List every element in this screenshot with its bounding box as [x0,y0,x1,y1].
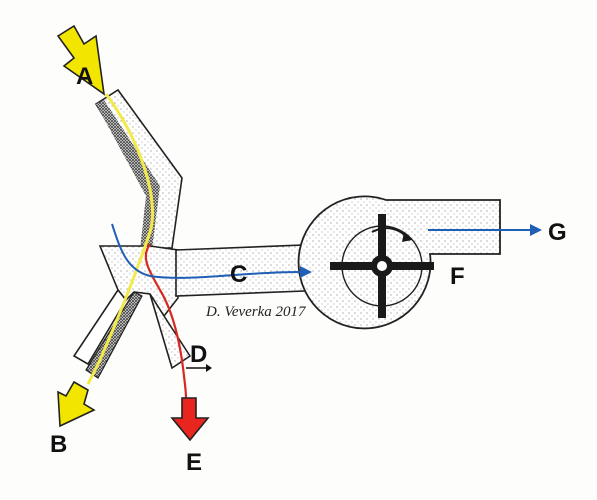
label-d: D [190,341,207,368]
label-c: C [230,261,247,288]
label-a: A [76,63,93,90]
flow-path-yellow [86,93,155,385]
label-b: B [50,431,67,458]
fan-impeller-icon [330,214,434,318]
arrow-d-head [206,364,212,372]
outlet-arrow-b [57,380,96,428]
inlet-arrow-a [56,24,106,96]
label-g: G [548,219,567,246]
flow-path-red [144,243,188,399]
signature: D. Veverka 2017 [205,304,307,320]
label-f: F [450,263,465,290]
arrow-g-head [530,224,542,236]
label-e: E [186,449,202,476]
inlet-chute [94,88,183,250]
outlet-chute-b [72,288,143,379]
flow-path-blue [111,223,301,279]
arrow-c-head [300,266,312,278]
outlet-arrow-e [170,397,210,442]
